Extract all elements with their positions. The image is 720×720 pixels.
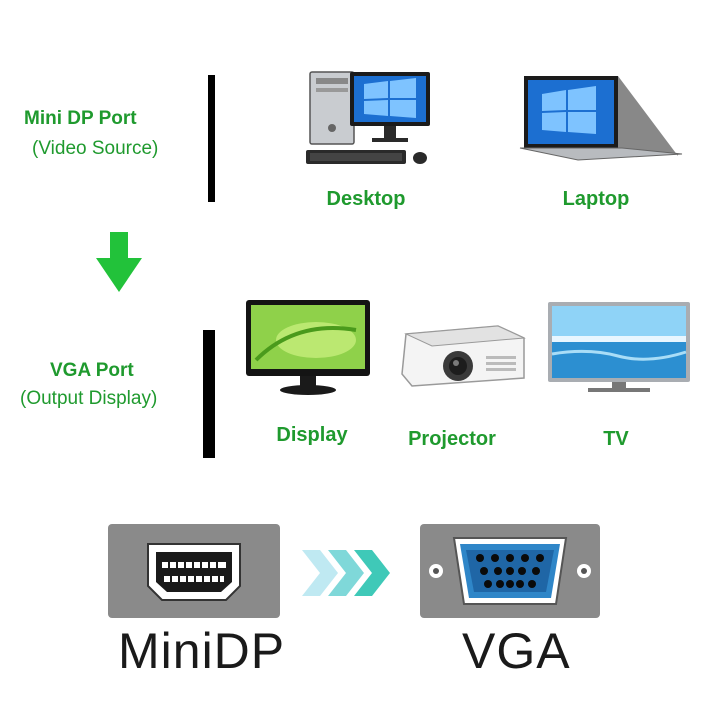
desktop-computer-icon	[306, 70, 446, 170]
output-subtitle: (Output Display)	[20, 388, 158, 409]
output-divider	[203, 330, 215, 458]
connector-label-minidp: MiniDP	[118, 623, 286, 679]
output-title: VGA Port	[50, 360, 134, 381]
device-label-laptop: Laptop	[562, 188, 630, 210]
minidp-connector-icon	[108, 524, 280, 618]
device-label-display: Display	[276, 424, 348, 446]
connector-label-vga: VGA	[462, 623, 571, 679]
monitor-icon	[246, 300, 370, 396]
source-label-group: Mini DP Port (Video Source)	[24, 108, 194, 160]
projector-icon	[398, 316, 528, 396]
vga-connector-icon	[420, 524, 600, 618]
output-label-group: VGA Port (Output Display)	[20, 360, 200, 410]
chevron-arrows-icon	[302, 550, 394, 596]
source-subtitle: (Video Source)	[32, 138, 159, 159]
down-arrow-icon	[96, 232, 142, 294]
laptop-icon	[518, 74, 684, 162]
device-label-desktop: Desktop	[326, 188, 406, 210]
device-label-tv: TV	[603, 428, 629, 450]
device-label-projector: Projector	[408, 428, 496, 450]
source-divider	[208, 75, 215, 202]
tv-icon	[548, 302, 690, 396]
source-title: Mini DP Port	[24, 108, 137, 129]
